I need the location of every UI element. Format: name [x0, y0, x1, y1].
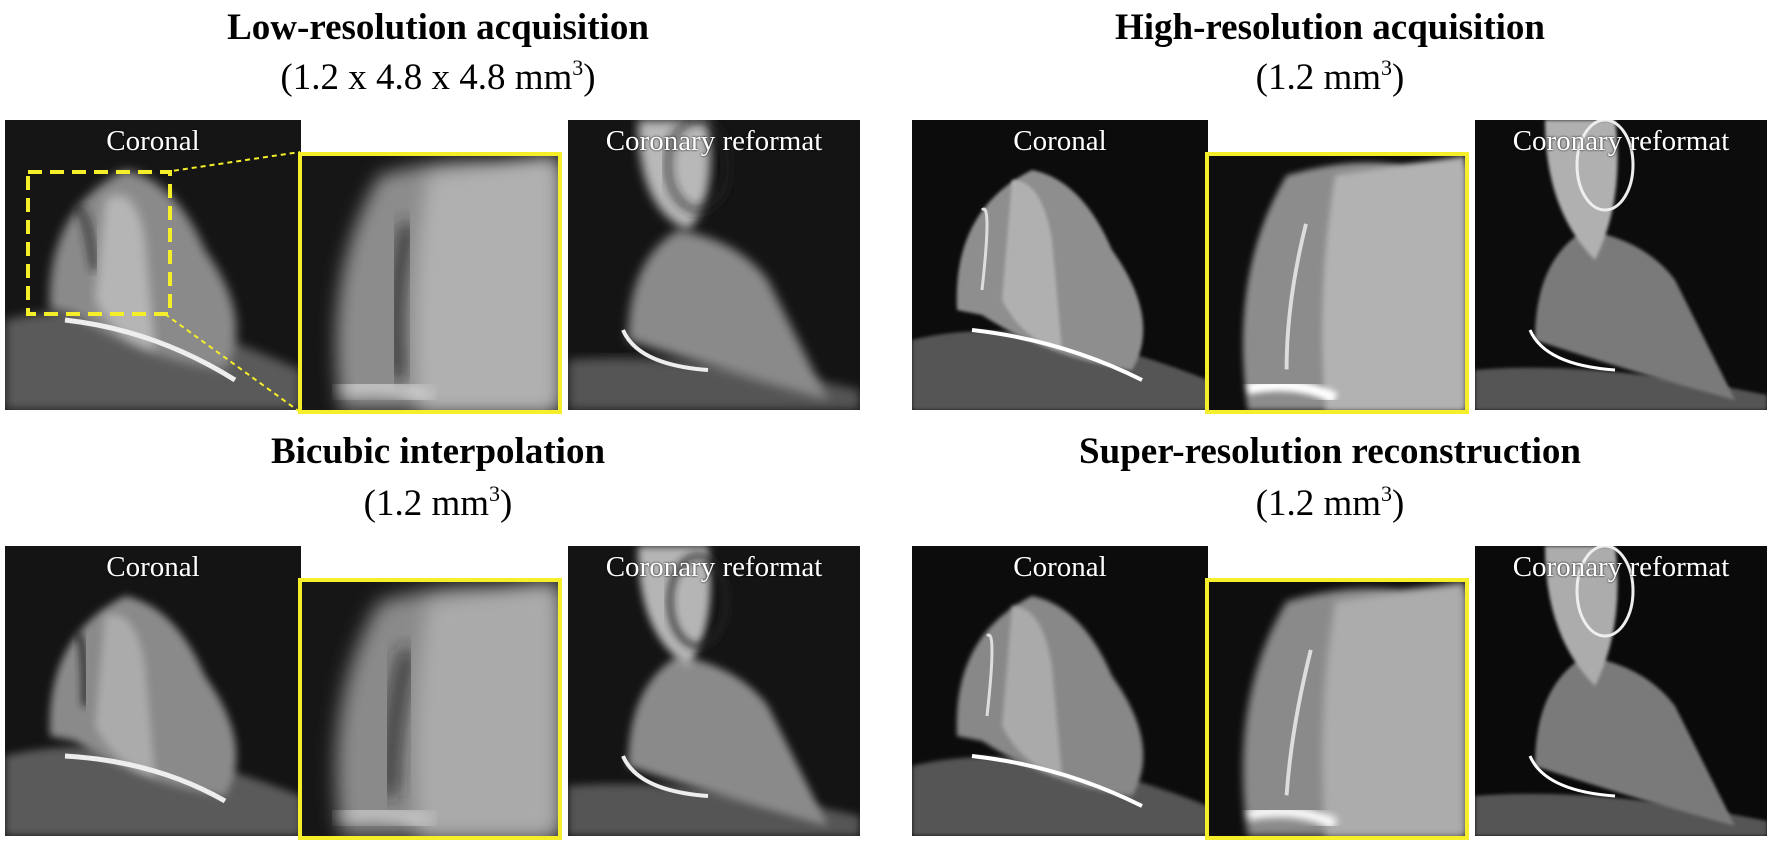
zoomed-roi-image — [1205, 152, 1469, 414]
coronary-reformat-image: Coronary reformat — [1475, 546, 1767, 836]
coronal-image: Coronal — [912, 120, 1208, 410]
mri-coronal-graphic — [912, 546, 1208, 836]
mri-zoom-graphic — [1209, 156, 1465, 410]
zoomed-roi-image — [298, 152, 562, 414]
panel-label-coronal: Coronal — [1013, 551, 1107, 583]
mri-zoom-graphic — [1209, 582, 1465, 836]
panel-label-coronary-reformat: Coronary reformat — [1512, 551, 1730, 583]
group-title: High-resolution acquisition — [1114, 7, 1546, 48]
coronary-reformat-image: Coronary reformat — [568, 546, 860, 836]
group-title: Low-resolution acquisition — [227, 7, 649, 48]
panel-label-coronal: Coronal — [1013, 125, 1107, 157]
group-title: Bicubic interpolation — [270, 431, 606, 472]
coronary-reformat-image: Coronary reformat — [568, 120, 860, 410]
mri-reformat-graphic — [1475, 120, 1767, 410]
zoomed-roi-image — [298, 578, 562, 840]
coronal-image: Coronal — [5, 120, 301, 410]
panel-label-coronal: Coronal — [106, 551, 200, 583]
mri-reformat-graphic — [1475, 546, 1767, 836]
mri-coronal-graphic — [912, 120, 1208, 410]
mri-reformat-graphic — [568, 546, 860, 836]
group-resolution: (1.2 x 4.8 x 4.8 mm3) — [280, 55, 596, 98]
panel-label-coronary-reformat: Coronary reformat — [605, 125, 823, 157]
panel-label-coronary-reformat: Coronary reformat — [1512, 125, 1730, 157]
group-resolution: (1.2 mm3) — [363, 481, 513, 524]
group-title: Super-resolution reconstruction — [1079, 431, 1581, 472]
coronary-reformat-image: Coronary reformat — [1475, 120, 1767, 410]
panel-label-coronal: Coronal — [106, 125, 200, 157]
panel-label-coronary-reformat: Coronary reformat — [605, 551, 823, 583]
coronal-image: Coronal — [5, 546, 301, 836]
group-resolution: (1.2 mm3) — [1255, 481, 1405, 524]
mri-zoom-graphic — [302, 156, 558, 410]
coronal-image: Coronal — [912, 546, 1208, 836]
mri-zoom-graphic — [302, 582, 558, 836]
mri-reformat-graphic — [568, 120, 860, 410]
group-resolution: (1.2 mm3) — [1255, 55, 1405, 98]
mri-coronal-graphic — [5, 546, 301, 836]
mri-coronal-graphic — [5, 120, 301, 410]
zoomed-roi-image — [1205, 578, 1469, 840]
roi-dashed-box — [26, 170, 172, 316]
roi-connector-lines — [164, 151, 301, 413]
